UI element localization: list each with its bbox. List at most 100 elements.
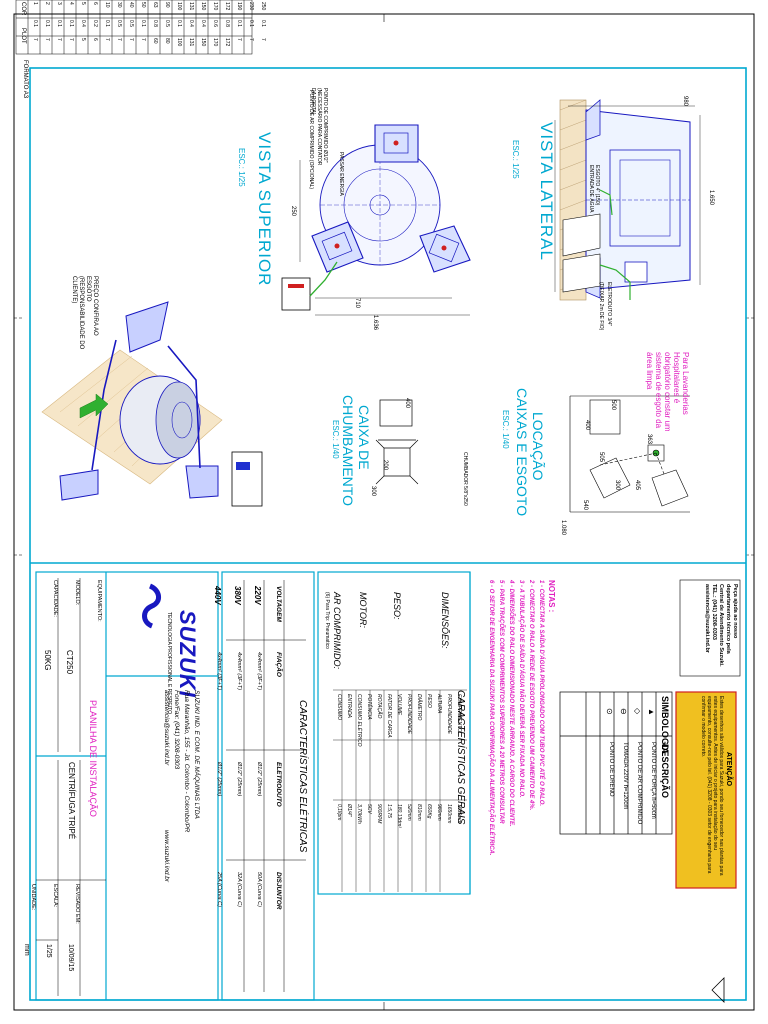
revision-cell: 0.1 bbox=[236, 20, 242, 27]
revision-cell: 5 bbox=[80, 38, 86, 41]
voltage-cell: 380V bbox=[233, 586, 242, 605]
spec-value: 3,70kWh bbox=[356, 804, 362, 824]
dim-top-710: 710 bbox=[354, 298, 360, 309]
note-air-optional: PONTO DE AR COMPRIMIDO (OPCIONAL) bbox=[308, 90, 314, 190]
revision-cell: 0.6 bbox=[212, 20, 218, 27]
revision-cell: 2 bbox=[44, 2, 50, 5]
revision-cell: 7 bbox=[260, 38, 266, 41]
top-view-title: VISTA SUPERIOR bbox=[255, 132, 274, 287]
symbol-description: TOMADA 220V h=120cm bbox=[622, 742, 628, 810]
note-iso: PREÇO CONFIRA AO ESGOTO (RESPONSABILIDAD… bbox=[71, 276, 98, 350]
spec-name: PESO bbox=[426, 694, 432, 708]
revision-cell: 0.4 bbox=[188, 20, 194, 27]
revision-cell: 131 bbox=[188, 2, 194, 11]
electrical-specs-title: CARACTERÍSTICAS ELÉTRICAS bbox=[297, 700, 308, 853]
spec-value: 0,1l/pm bbox=[336, 804, 342, 821]
revision-cell: 100 bbox=[176, 2, 182, 11]
capacity-label: CAPACIDADE: bbox=[52, 580, 58, 617]
spec-value: 1650mm bbox=[446, 804, 452, 824]
revision-cell: 0.1 bbox=[44, 20, 50, 27]
symbol-description: PONTO DE DRENO bbox=[608, 742, 614, 797]
revision-cell: 100 bbox=[176, 38, 182, 47]
dim-loc-400: 400 bbox=[584, 420, 590, 431]
company-web: www.suzuki.ind.br bbox=[163, 830, 170, 883]
revision-cell: 150 bbox=[200, 38, 206, 47]
revision-table bbox=[15, 0, 253, 55]
dim-loc-405: 405 bbox=[634, 480, 640, 491]
revision-cell: 7 bbox=[32, 38, 38, 41]
dim-loc-500: 500 bbox=[610, 400, 616, 411]
revision-cell: 30 bbox=[116, 2, 122, 8]
electrical-cell: Ø1/2" (25mm) bbox=[256, 762, 262, 797]
dim-top-1636: 1.636 bbox=[372, 315, 378, 331]
spec-value: 900RPM bbox=[376, 804, 382, 824]
spec-name: DIÂMETRO bbox=[416, 694, 422, 721]
electrical-cell: 50A (Curva C) bbox=[256, 872, 262, 907]
top-view-scale: ESC.: 1/25 bbox=[237, 148, 246, 187]
spec-name: CONSUMO ELÉTRICO bbox=[356, 694, 362, 747]
revision-cell: 172 bbox=[224, 38, 230, 47]
electrical-cell: 4x4mm² (3F+T) bbox=[256, 652, 262, 691]
revision-cell: 0.5 bbox=[164, 20, 170, 27]
revision-cell: 7 bbox=[44, 38, 50, 41]
revision-cell: 7 bbox=[140, 38, 146, 41]
general-specs-grid bbox=[333, 689, 467, 892]
isometric-drawing bbox=[41, 301, 263, 507]
dim-lateral-width: 980 bbox=[682, 96, 688, 107]
electrical-cell: 25A (Curva C) bbox=[216, 872, 222, 907]
symbol-description: PONTO DE AR COMPRIMIDO bbox=[636, 742, 642, 825]
company-logo: SUZUKI bbox=[175, 610, 200, 698]
revision-cell: 0.8 bbox=[152, 20, 158, 27]
lateral-view-drawing bbox=[554, 99, 701, 301]
revision-cell: 60 bbox=[152, 38, 158, 44]
format-label: FORMATO A3 bbox=[22, 60, 28, 99]
spec-name: CONSUMO bbox=[336, 694, 342, 721]
company-phone: Fone/Fax: (041) 3208-0303 bbox=[173, 690, 180, 770]
dim-ch-300: 300 bbox=[370, 486, 376, 497]
electrical-header: VOLTAGEM bbox=[275, 586, 282, 622]
dim-loc-300: 300 bbox=[614, 480, 620, 491]
revision-cell: 190 bbox=[236, 2, 242, 11]
revision-cell: 0.8 bbox=[224, 20, 230, 27]
revision-cell: 7 bbox=[128, 38, 134, 41]
revision-cell: 4 bbox=[68, 2, 74, 5]
spec-name: ROTAÇÃO bbox=[376, 694, 382, 719]
revision-cell: 7 bbox=[68, 38, 74, 41]
revision-cell: 7 bbox=[236, 38, 242, 41]
description-header: DESCRIÇÃO bbox=[660, 744, 670, 799]
revision-cell: 40 bbox=[128, 2, 134, 8]
revision-cell: 170 bbox=[212, 2, 218, 11]
sheet-title: PLANILHA DE INSTALAÇÃO bbox=[88, 700, 98, 817]
revision-cell: 7 bbox=[116, 38, 122, 41]
revision-cell: 0.5 bbox=[128, 20, 134, 27]
attention-box bbox=[675, 691, 737, 889]
air-note: (6) Para Trip: Pneumatico bbox=[324, 592, 330, 649]
attention-title: ATENÇÃO bbox=[725, 752, 732, 787]
inner-frame bbox=[29, 67, 747, 1001]
spec-value: Ø1/4" bbox=[346, 804, 352, 817]
spec-value: 520mm bbox=[406, 804, 412, 821]
spec-name: ENTRADA bbox=[346, 694, 352, 718]
electrical-header: DISJUNTOR bbox=[275, 872, 282, 910]
company-name: SUZUKI IND. E COM. DE MÁQUINAS LTDA bbox=[193, 690, 200, 819]
revision-cell: 7 bbox=[56, 38, 62, 41]
note-item: 4 - DIMENSÕES DO RALO DIMENSIONADO NESTE… bbox=[508, 580, 514, 827]
revision-cell: 50 bbox=[140, 2, 146, 8]
anchor-box-scale: ESC.: 1/40 bbox=[331, 420, 340, 459]
spec-name: PROFUNDIDADE bbox=[406, 694, 412, 735]
revision-cell: 0.1 bbox=[104, 20, 110, 27]
top-view-drawing bbox=[281, 124, 471, 316]
revision-cell: 1 bbox=[32, 2, 38, 5]
anchor-box-title: CAIXA DE bbox=[356, 405, 372, 470]
spec-name: ALTURA bbox=[436, 694, 442, 714]
revision-cell: 80 bbox=[164, 38, 170, 44]
note-anchor-bolt: CHUMBADOR 5/8"x250 bbox=[462, 452, 468, 506]
revised-label: REVISADO EM: bbox=[74, 884, 80, 924]
location-drawing bbox=[569, 395, 690, 513]
general-specs-box bbox=[317, 571, 471, 895]
revision-cell: 0.4 bbox=[80, 20, 86, 27]
note-item: 2 - CONECTAR O RALO A REDE DE ESGOTO PRE… bbox=[528, 580, 534, 811]
note-conduit: ELETRODUTO 3/4" bbox=[606, 282, 612, 327]
dim-ch-400: 400 bbox=[404, 398, 410, 409]
warning-triangle-icon bbox=[711, 977, 725, 1003]
